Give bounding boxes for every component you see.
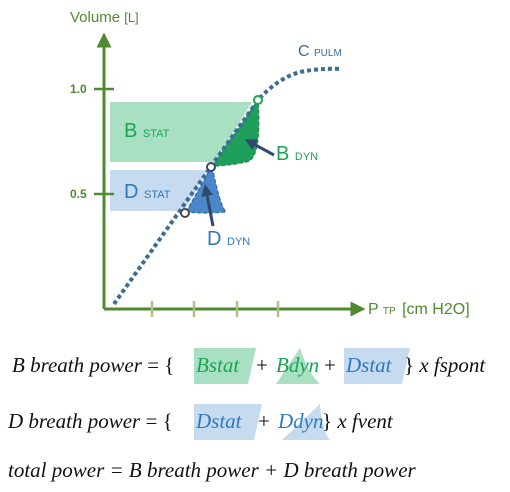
eq3-text: total power = B breath power + D breath … <box>8 458 417 482</box>
eq1-rhs: x fspont <box>418 353 486 377</box>
bdyn-pointer-arrow <box>244 139 275 157</box>
curve-label-sub: PULM <box>314 48 342 59</box>
eq1-dstat-swatch <box>344 348 410 384</box>
d-breath-power-equation: D breath power = { Dstat + Ddyn } x fven… <box>7 404 394 440</box>
eq2-term-dstat: Dstat <box>195 409 243 433</box>
pressure-volume-diagram: Volume [L] 1.0 0.5 P TP [cm H2O] 10 40 C… <box>70 9 470 318</box>
dstat-label-main: D <box>124 181 138 203</box>
y-tick-label-2: 0.5 <box>70 187 87 201</box>
x-axis-title-sub: TP <box>383 306 396 317</box>
y-axis-title-main: Volume <box>70 9 120 26</box>
bstat-label-main: B <box>124 120 137 142</box>
eq2-ddyn-swatch <box>282 404 330 440</box>
ddyn-label-main: D <box>207 228 221 250</box>
x-axis-title-main: P <box>368 301 378 318</box>
dstat-label-sub: STAT <box>144 189 171 201</box>
eq1-equals: = <box>147 353 159 377</box>
curve-point-middle <box>206 162 216 172</box>
total-power-equation: total power = B breath power + D breath … <box>8 458 417 482</box>
eq1-plus-2: + <box>324 353 336 377</box>
eq1-term-bdyn: Bdyn <box>276 353 319 377</box>
svg-text:} x fvent: } x fvent <box>322 409 394 433</box>
dstat-region <box>110 170 208 211</box>
eq2-rhs: x fvent <box>336 409 394 433</box>
eq2-lhs: D breath power <box>7 409 141 433</box>
bstat-region <box>110 102 252 162</box>
eq2-dstat-swatch <box>194 404 262 440</box>
eq1-close-brace: } <box>404 353 414 377</box>
bstat-label-sub: STAT <box>143 128 170 140</box>
curve-point-top <box>253 95 263 105</box>
eq2-plus-1: + <box>258 409 270 433</box>
x-axis-title: P TP [cm H2O] <box>368 301 470 318</box>
eq1-bdyn-swatch <box>276 348 320 384</box>
x-axis-unit: [cm H2O] <box>402 301 470 318</box>
eq1-term-dstat: Dstat <box>345 353 393 377</box>
eq1-lhs: B breath power <box>12 353 143 377</box>
y-tick-label-1: 1.0 <box>70 82 87 96</box>
b-breath-power-equation: B breath power = { Bstat + Bdyn + Dstat … <box>12 348 486 384</box>
y-axis-unit: [L] <box>124 10 138 25</box>
ddyn-pointer-arrow <box>201 184 215 227</box>
svg-text:} x fspont: } x fspont <box>404 353 486 377</box>
eq1-plus-1: + <box>256 353 268 377</box>
eq1-open-brace: { <box>164 353 174 377</box>
bdyn-label-sub: DYN <box>295 151 318 163</box>
bstat-label: B STAT <box>124 120 170 142</box>
eq1-bstat-swatch <box>194 348 256 384</box>
bdyn-label-main: B <box>276 143 289 165</box>
eq1-term-bstat: Bstat <box>196 353 240 377</box>
ddyn-label-sub: DYN <box>227 236 250 248</box>
dstat-label: D STAT <box>124 181 171 203</box>
svg-text:D breath power = {: D breath power = { <box>7 409 173 433</box>
curve-label-main: C <box>298 43 310 60</box>
curve-label: C PULM <box>298 43 342 60</box>
curve-point-bottom <box>180 208 190 218</box>
eq2-open-brace: { <box>163 409 173 433</box>
ddyn-label: D DYN <box>207 228 250 250</box>
svg-text:B breath power = {: B breath power = { <box>12 353 174 377</box>
compliance-curve <box>112 66 343 306</box>
eq2-equals: = <box>145 409 157 433</box>
bdyn-label: B DYN <box>276 143 318 165</box>
eq2-close-brace: } <box>322 409 332 433</box>
eq2-term-ddyn: Ddyn <box>277 409 324 433</box>
y-axis-title: Volume [L] <box>70 9 139 26</box>
